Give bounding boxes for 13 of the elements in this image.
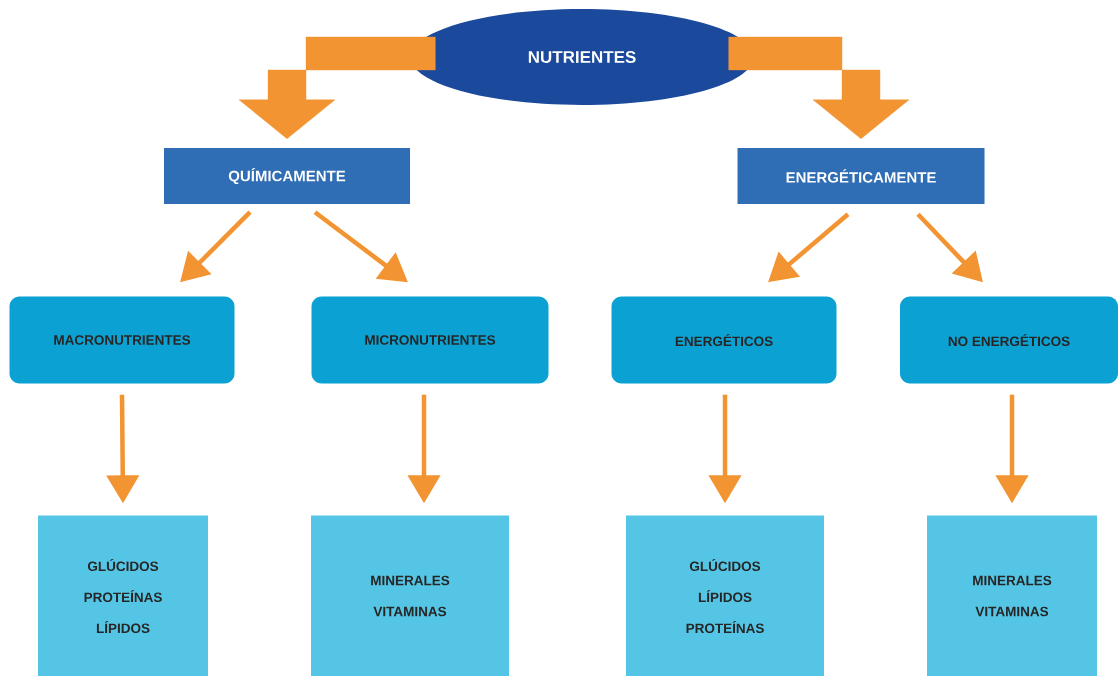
rounded-box: MACRONUTRIENTES (9, 296, 235, 384)
rounded-box: MICRONUTRIENTES (311, 296, 549, 384)
category-box: QUÍMICAMENTE (164, 148, 410, 204)
item-box: GLÚCIDOS PROTEÍNAS LÍPIDOS (38, 515, 208, 676)
rounded-box: ENERGÉTICOS (611, 296, 837, 384)
item-box: MINERALES VITAMINAS (311, 515, 509, 676)
category-box: ENERGÉTICAMENTE (737, 148, 985, 204)
bent-arrow (238, 36, 436, 139)
item-box: GLÚCIDOS LÍPIDOS PROTEÍNAS (626, 515, 824, 676)
bent-arrow (728, 36, 910, 139)
ellipse-node: NUTRIENTES (410, 9, 754, 105)
item-box: MINERALES VITAMINAS (927, 515, 1097, 676)
rounded-box: NO ENERGÉTICOS (900, 296, 1118, 384)
